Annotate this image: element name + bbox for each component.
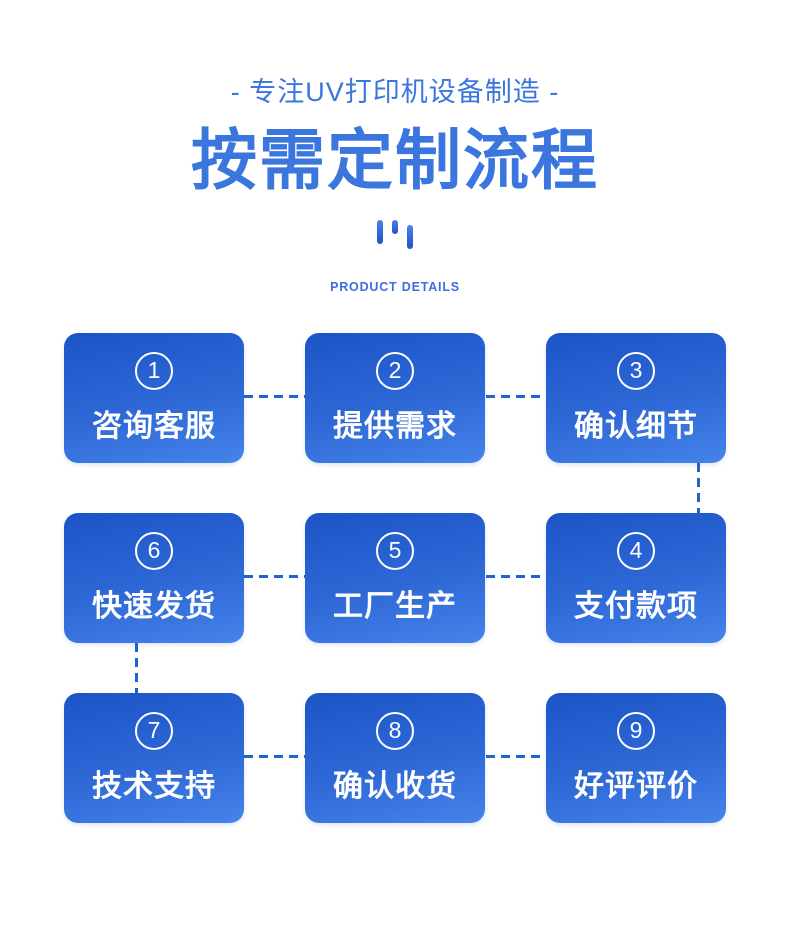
step-card-6: 6 快速发货 — [64, 513, 244, 643]
dashed-connector-6-7 — [135, 643, 138, 693]
step-label: 提供需求 — [333, 409, 457, 443]
page-title: 按需定制流程 — [191, 123, 599, 197]
step-card-9: 9 好评评价 — [546, 693, 726, 823]
dashed-connector-3-4 — [697, 463, 700, 513]
subtitle-english: PRODUCT DETAILS — [330, 279, 460, 294]
step-card-7: 7 技术支持 — [64, 693, 244, 823]
step-label: 支付款项 — [574, 589, 698, 623]
step-number-badge: 7 — [135, 711, 173, 750]
step-label: 咨询客服 — [92, 409, 216, 443]
dashed-connector-2-3 — [486, 395, 547, 398]
dashed-connector-7-8 — [244, 755, 305, 758]
step-label: 确认细节 — [574, 409, 698, 443]
dashed-connector-5-4 — [486, 575, 547, 578]
step-card-1: 1 咨询客服 — [64, 333, 244, 463]
three-bars-icon — [0, 218, 790, 252]
dashed-connector-1-2 — [244, 395, 305, 398]
tagline: - 专注UV打印机设备制造 - — [230, 77, 560, 107]
step-number-badge: 4 — [617, 531, 655, 570]
step-label: 好评评价 — [574, 769, 698, 803]
step-number-badge: 6 — [135, 531, 173, 570]
dashed-connector-8-9 — [486, 755, 547, 758]
step-card-3: 3 确认细节 — [546, 333, 726, 463]
step-label: 技术支持 — [92, 769, 216, 803]
section-header: - 专注UV打印机设备制造 - 按需定制流程 PRODUCT DETAILS — [0, 0, 790, 294]
step-number-badge: 8 — [376, 711, 414, 750]
step-number-badge: 9 — [617, 711, 655, 750]
step-card-5: 5 工厂生产 — [305, 513, 485, 643]
step-label: 快速发货 — [92, 589, 216, 623]
step-number-badge: 5 — [376, 531, 414, 570]
step-number-badge: 1 — [135, 351, 173, 390]
dashed-connector-6-5 — [244, 575, 305, 578]
step-number-badge: 3 — [617, 351, 655, 390]
step-card-2: 2 提供需求 — [305, 333, 485, 463]
process-cards: 1 咨询客服 2 提供需求 3 确认细节 6 快速发货 5 工厂生产 4 支付款… — [64, 333, 726, 823]
step-label: 确认收货 — [333, 769, 457, 803]
step-number-badge: 2 — [376, 351, 414, 390]
step-card-4: 4 支付款项 — [546, 513, 726, 643]
step-card-8: 8 确认收货 — [305, 693, 485, 823]
step-label: 工厂生产 — [333, 589, 457, 623]
process-grid: 1 咨询客服 2 提供需求 3 确认细节 6 快速发货 5 工厂生产 4 支付款… — [64, 333, 726, 823]
